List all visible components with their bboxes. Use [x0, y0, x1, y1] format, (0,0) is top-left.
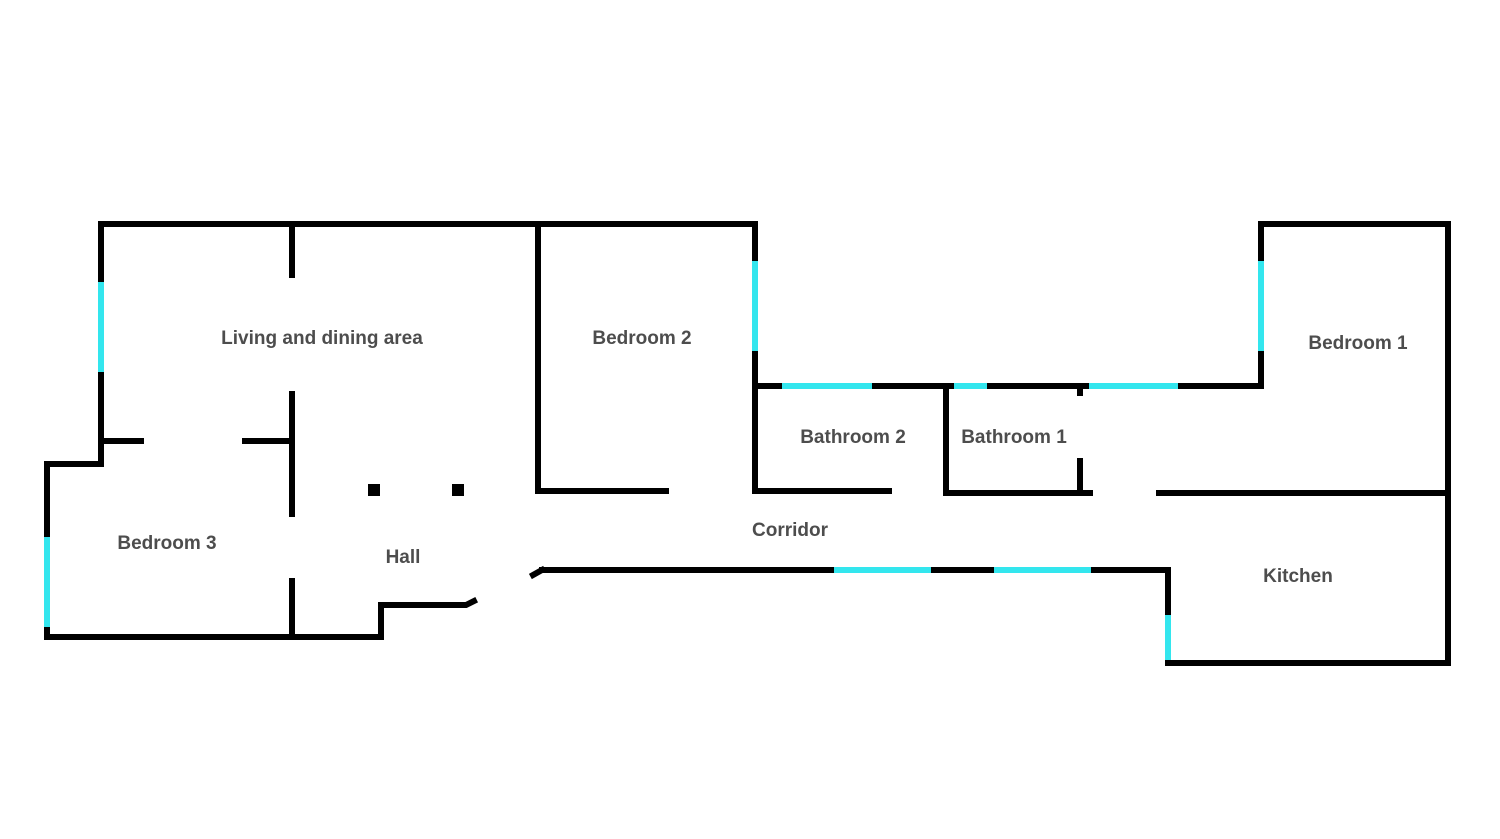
- label-bathroom1: Bathroom 1: [961, 427, 1067, 448]
- windows: [44, 261, 1264, 660]
- label-kitchen: Kitchen: [1263, 566, 1333, 587]
- wall-bedroom2-right: [752, 221, 892, 494]
- label-bathroom2: Bathroom 2: [800, 427, 906, 448]
- room-labels: Living and dining area Bedroom 2 Bedroom…: [117, 328, 1408, 587]
- label-living: Living and dining area: [221, 328, 423, 349]
- walls: [44, 221, 1451, 666]
- wall-entrance-stub-right: [528, 565, 547, 580]
- label-bedroom2: Bedroom 2: [592, 328, 691, 349]
- label-bedroom1: Bedroom 1: [1308, 333, 1408, 354]
- label-hall: Hall: [386, 547, 421, 568]
- wall-living-bedroom2: [535, 221, 669, 494]
- label-bedroom3: Bedroom 3: [117, 533, 216, 554]
- label-corridor: Corridor: [752, 520, 829, 541]
- pillars: [368, 484, 464, 496]
- pillar-left: [368, 484, 380, 496]
- pillar-right: [452, 484, 464, 496]
- wall-bedroom3: [44, 461, 479, 640]
- wall-bedroom1-left: [1165, 221, 1451, 666]
- wall-bathroom-partition: [943, 383, 1093, 496]
